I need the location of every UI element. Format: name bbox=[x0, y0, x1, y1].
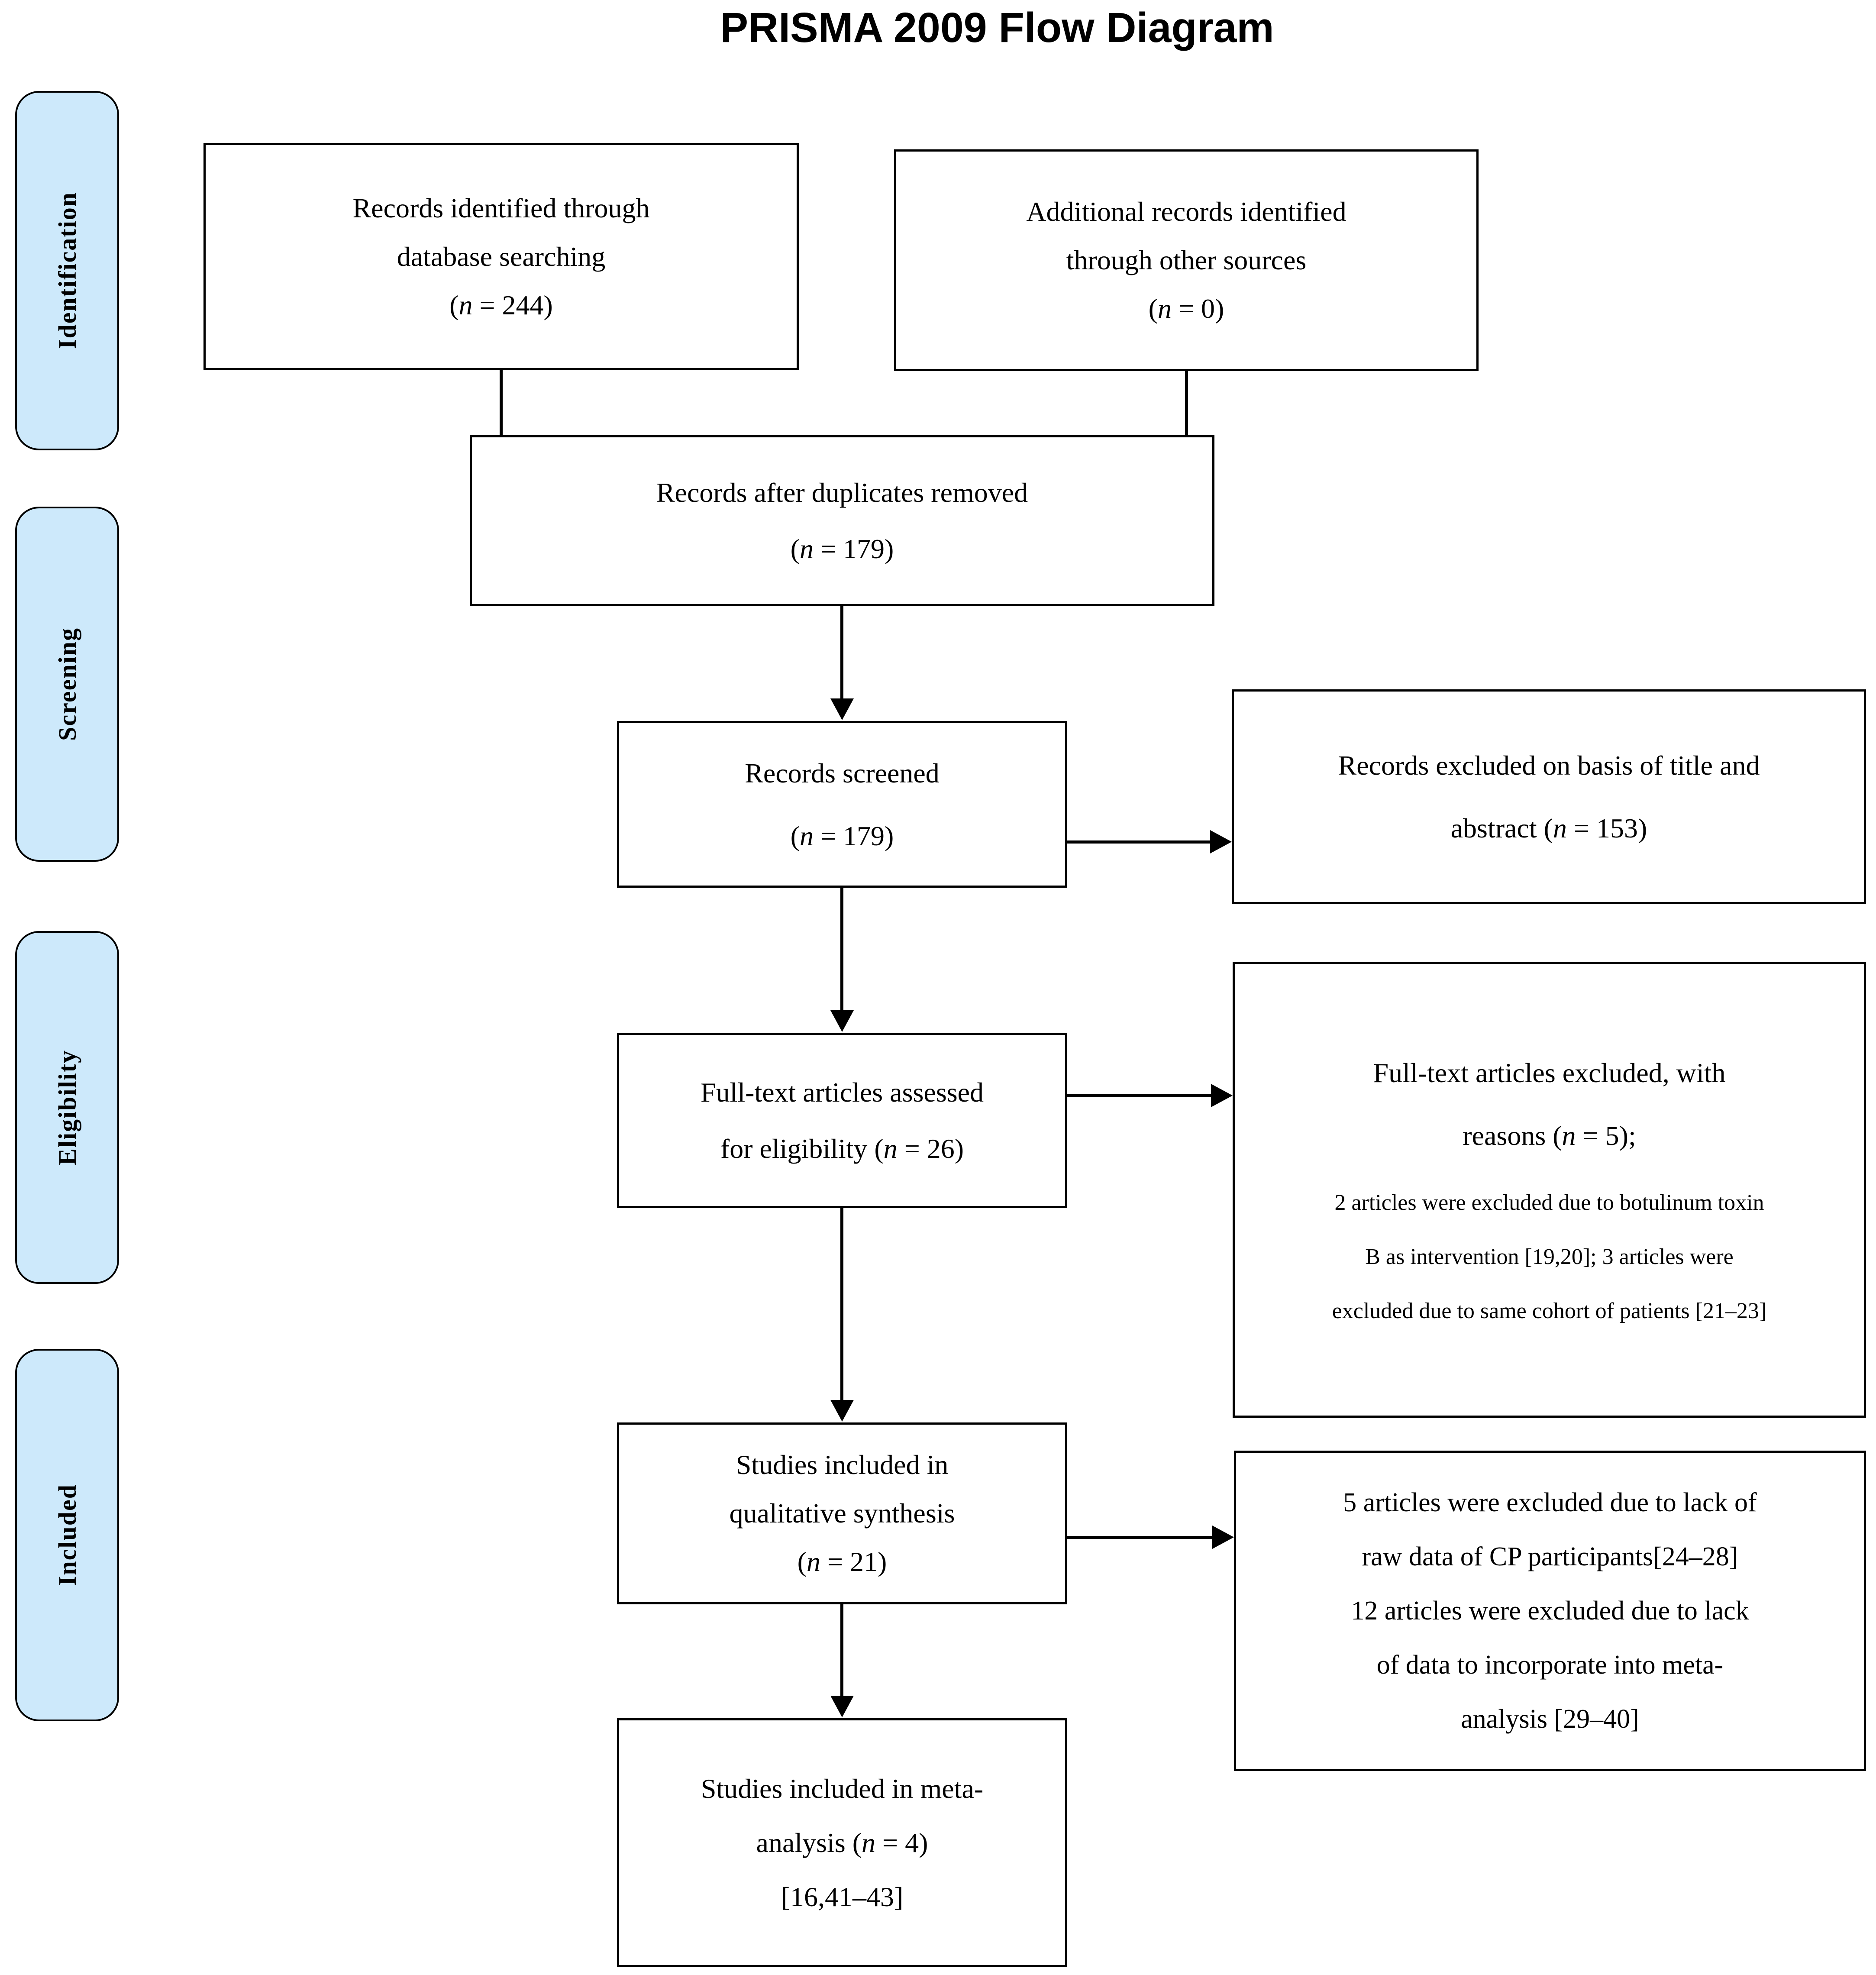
stage-included: Included bbox=[15, 1349, 119, 1721]
box-line: reasons (n = 5); bbox=[1463, 1120, 1636, 1151]
arrowhead-qualitative-to-meta bbox=[830, 1696, 854, 1717]
connector-qualitative-to-meta bbox=[840, 1604, 843, 1698]
diagram-title: PRISMA 2009 Flow Diagram bbox=[720, 4, 1274, 51]
box-line: (n = 0) bbox=[1148, 293, 1224, 324]
box-line: Studies included in meta- bbox=[701, 1773, 984, 1804]
connector-fulltext-to-qualitative bbox=[840, 1208, 843, 1402]
box-line: raw data of CP participants[24–28] bbox=[1362, 1542, 1738, 1571]
stage-eligibility: Eligibility bbox=[15, 931, 119, 1284]
box-line: Studies included in bbox=[736, 1449, 949, 1480]
box-line: analysis (n = 4) bbox=[756, 1827, 928, 1858]
box-meta-analysis: Studies included in meta- analysis (n = … bbox=[617, 1718, 1067, 1967]
arrowhead-screened-to-fulltext bbox=[830, 1010, 854, 1032]
box-line: 12 articles were excluded due to lack bbox=[1351, 1596, 1749, 1626]
fulltext-excluded-reasons: 2 articles were excluded due to botulinu… bbox=[1332, 1176, 1767, 1338]
box-line: database searching bbox=[397, 241, 606, 272]
arrowhead-fulltext-to-qualitative bbox=[830, 1400, 854, 1422]
arrowhead-screened-to-excluded bbox=[1210, 830, 1232, 853]
box-line: Additional records identified bbox=[1026, 196, 1346, 227]
stage-screening-label: Screening bbox=[53, 627, 81, 741]
box-line: Records after duplicates removed bbox=[656, 477, 1028, 508]
connector-additional-to-dedup bbox=[1185, 371, 1188, 436]
arrowhead-fulltext-to-excluded bbox=[1211, 1084, 1233, 1107]
stage-screening: Screening bbox=[15, 507, 119, 862]
box-line: of data to incorporate into meta- bbox=[1376, 1650, 1724, 1680]
box-line: Full-text articles excluded, with bbox=[1373, 1057, 1726, 1088]
fulltext-excluded-heading: Full-text articles excluded, with reason… bbox=[1373, 1041, 1726, 1167]
box-meta-excluded: 5 articles were excluded due to lack of … bbox=[1234, 1451, 1866, 1771]
box-line: [16,41–43] bbox=[781, 1881, 904, 1912]
box-line: 5 articles were excluded due to lack of bbox=[1343, 1487, 1757, 1517]
stage-included-label: Included bbox=[53, 1484, 81, 1586]
connector-screened-to-excluded bbox=[1067, 840, 1211, 844]
box-line: (n = 179) bbox=[790, 533, 894, 564]
stage-identification-label: Identification bbox=[53, 192, 81, 349]
box-records-screened: Records screened (n = 179) bbox=[617, 721, 1067, 888]
box-line: qualitative synthesis bbox=[729, 1498, 955, 1529]
box-line: excluded due to same cohort of patients … bbox=[1332, 1299, 1767, 1323]
box-line: Records excluded on basis of title and bbox=[1338, 750, 1760, 781]
box-line: Records screened bbox=[745, 757, 940, 789]
stage-eligibility-label: Eligibility bbox=[53, 1050, 81, 1165]
box-line: abstract (n = 153) bbox=[1450, 813, 1647, 844]
box-line: for eligibility (n = 26) bbox=[720, 1133, 964, 1164]
box-line: through other sources bbox=[1066, 245, 1307, 275]
box-duplicates-removed: Records after duplicates removed (n = 17… bbox=[470, 435, 1214, 606]
arrowhead-qualitative-to-excluded bbox=[1212, 1526, 1234, 1549]
connector-qualitative-to-excluded bbox=[1067, 1536, 1213, 1539]
box-qualitative-synthesis: Studies included in qualitative synthesi… bbox=[617, 1422, 1067, 1604]
connector-identified-to-dedup bbox=[500, 370, 503, 436]
box-records-excluded: Records excluded on basis of title and a… bbox=[1232, 689, 1866, 904]
connector-fulltext-to-excluded bbox=[1067, 1094, 1212, 1097]
box-records-identified: Records identified through database sear… bbox=[203, 143, 799, 370]
box-line: (n = 179) bbox=[790, 820, 894, 851]
box-fulltext-assessed: Full-text articles assessed for eligibil… bbox=[617, 1033, 1067, 1208]
connector-dedup-to-screened bbox=[840, 606, 843, 700]
arrowhead-dedup-to-screened bbox=[830, 698, 854, 720]
stage-identification: Identification bbox=[15, 91, 119, 450]
box-line: (n = 244) bbox=[449, 289, 553, 320]
box-line: (n = 21) bbox=[797, 1546, 887, 1577]
box-line: 2 articles were excluded due to botulinu… bbox=[1334, 1190, 1764, 1215]
box-line: B as intervention [19,20]; 3 articles we… bbox=[1365, 1244, 1734, 1269]
connector-screened-to-fulltext bbox=[840, 888, 843, 1012]
box-additional-records: Additional records identified through ot… bbox=[894, 149, 1479, 371]
box-line: analysis [29–40] bbox=[1461, 1704, 1639, 1734]
box-line: Full-text articles assessed bbox=[700, 1076, 984, 1108]
box-line: Records identified through bbox=[352, 192, 650, 223]
box-fulltext-excluded: Full-text articles excluded, with reason… bbox=[1233, 962, 1866, 1418]
